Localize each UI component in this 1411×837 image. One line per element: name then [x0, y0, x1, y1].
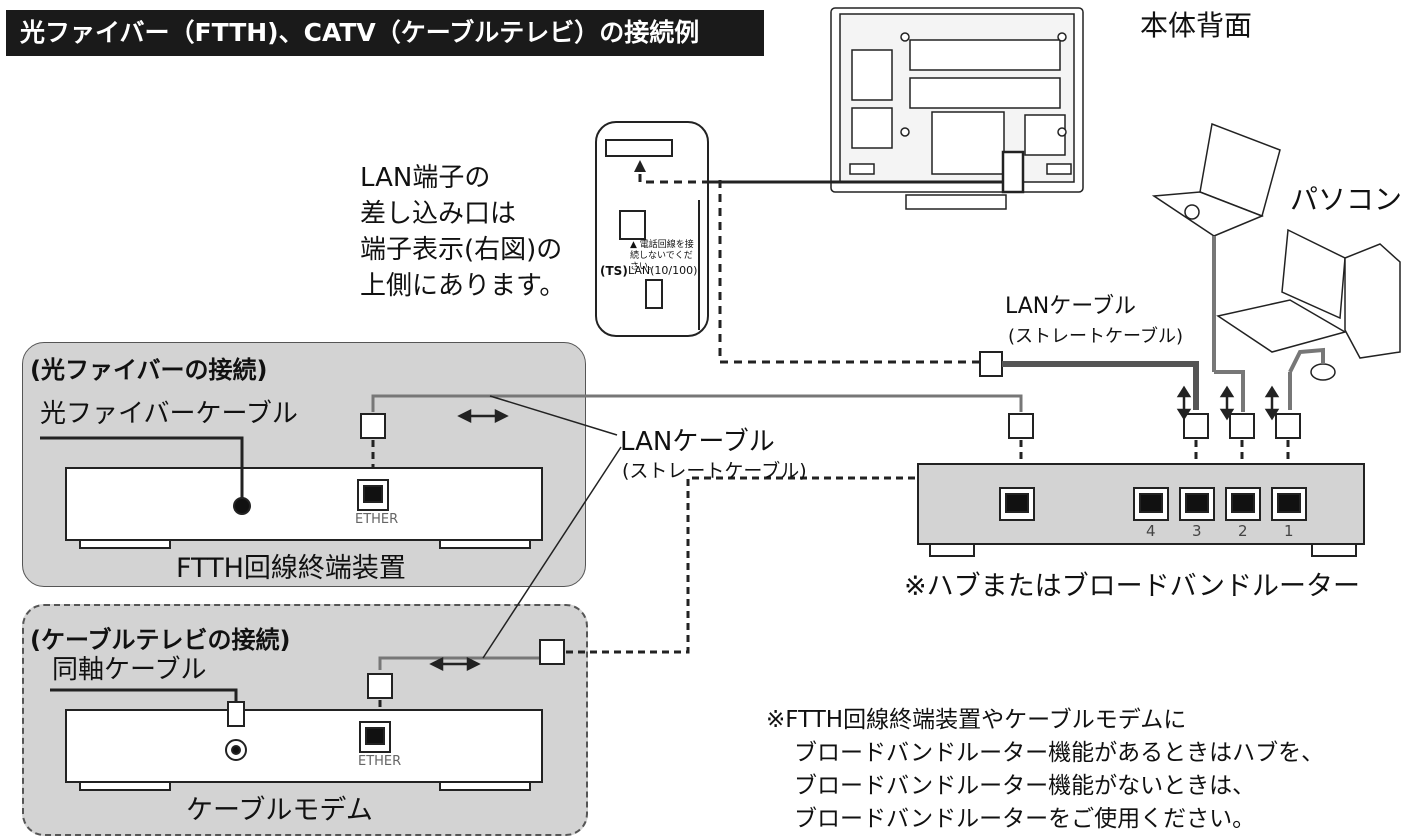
catv-ether-label: ETHER	[358, 754, 402, 769]
lan-note-line: LAN端子の	[360, 163, 491, 193]
lan-note: LAN端子の 差し込み口は 端子表示(右図)の 上側にあります。	[360, 160, 565, 304]
footnote-line: ※FTTH回線終端装置やケーブルモデムに	[766, 707, 1187, 733]
cable-modem-device	[50, 688, 543, 791]
desktop-pc-icon	[1216, 228, 1401, 381]
hub-port-number: 1	[1284, 522, 1294, 540]
rj45-plugs	[360, 413, 1301, 699]
ftth-device	[40, 436, 543, 549]
laptop-icon	[1151, 122, 1281, 237]
cable-modem-name: ケーブルモデム	[186, 795, 373, 826]
hub-device	[917, 463, 1365, 557]
ftth-heading: (光ファイバーの接続)	[30, 356, 268, 384]
tv-back-label: 本体背面	[1140, 9, 1253, 42]
coax-cable-label: 同軸ケーブル	[52, 655, 207, 685]
ts-label: (TS)	[600, 264, 628, 278]
hub-port-number: 3	[1192, 522, 1202, 540]
lan-note-line: 上側にあります。	[360, 271, 566, 301]
footnote-line: ブロードバンドルーター機能がないときは、	[794, 773, 1256, 799]
lan-note-line: 端子表示(右図)の	[360, 235, 563, 265]
lan-cable-top-label: LANケーブル	[1005, 294, 1136, 319]
lan-cable-mid-sub: (ストレートケーブル)	[622, 460, 807, 482]
lan-note-line: 差し込み口は	[360, 199, 517, 229]
tv-cable-connector	[979, 351, 1003, 377]
hub-label: ※ハブまたはブロードバンドルーター	[904, 571, 1360, 602]
footnote-line: ブロードバンドルーター機能があるときはハブを、	[794, 740, 1325, 766]
hub-port-number: 2	[1238, 522, 1248, 540]
catv-heading: (ケーブルテレビの接続)	[30, 626, 291, 654]
hub-port-number: 4	[1146, 522, 1156, 540]
lan-port-detail	[595, 121, 709, 337]
diagram-title: 光ファイバー（FTTH)、CATV（ケーブルテレビ）の接続例	[6, 10, 764, 56]
footnote: ※FTTH回線終端装置やケーブルモデムに ブロードバンドルーター機能があるときは…	[766, 704, 1324, 836]
lan-cable-top-sub: (ストレートケーブル)	[1008, 326, 1183, 347]
tv-back-panel	[830, 7, 1084, 210]
tv-lan-dashed	[638, 170, 710, 184]
port-warning: ▲ 電話回線を接続しないでください。	[630, 240, 694, 272]
ftth-device-name: FTTH回線終端装置	[176, 553, 406, 584]
ftth-ether-label: ETHER	[355, 512, 399, 527]
lan-cable-mid-label: LANケーブル	[620, 427, 775, 457]
footnote-line: ブロードバンドルーターをご使用ください。	[794, 806, 1256, 832]
pc-label: パソコン	[1290, 183, 1403, 216]
lan-port-label: LAN(10/100)	[628, 264, 698, 277]
fiber-cable-label: 光ファイバーケーブル	[40, 399, 298, 429]
